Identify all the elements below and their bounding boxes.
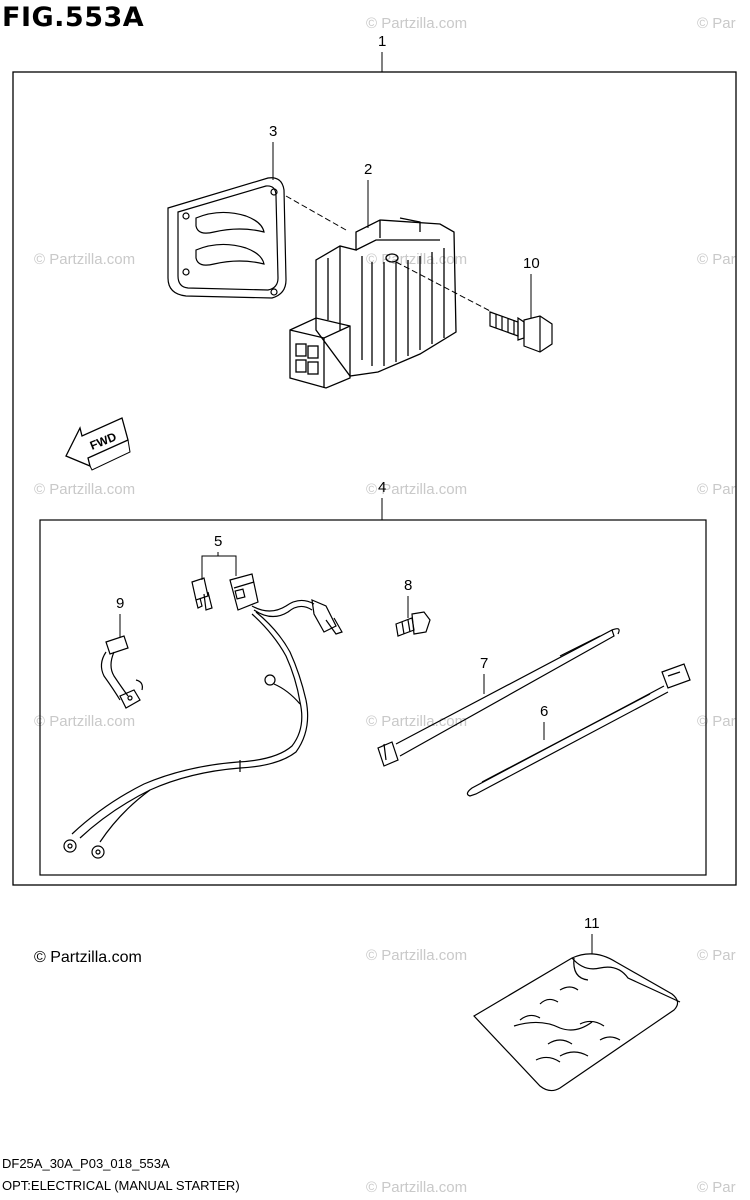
leader-dashed	[395, 261, 493, 313]
watermarks: © Partzilla.com © Par © Partzilla.com © …	[34, 15, 736, 1196]
bolt	[489, 311, 553, 353]
callout-11: 11	[584, 915, 600, 954]
watermark: © Partzilla.com	[34, 481, 135, 498]
callout-3: 3	[269, 123, 277, 180]
callout-9: 9	[116, 595, 124, 638]
svg-text:10: 10	[523, 255, 540, 272]
watermark: © Partzilla.com	[366, 15, 467, 32]
callout-8: 8	[404, 577, 412, 618]
svg-text:6: 6	[540, 703, 548, 720]
leader-dashed	[285, 195, 347, 231]
clip	[100, 635, 143, 709]
parts-bag	[473, 953, 681, 1092]
diagram-caption: OPT:ELECTRICAL (MANUAL STARTER)	[2, 1178, 240, 1193]
callout-2: 2	[364, 161, 372, 228]
cable-tie-long	[377, 628, 620, 767]
figure-title: FIG.553A	[2, 2, 145, 33]
svg-text:1: 1	[378, 33, 386, 50]
watermark-partial: © Par	[697, 1179, 736, 1196]
watermark: © Partzilla.com	[366, 251, 467, 268]
watermark: © Partzilla.com	[34, 251, 135, 268]
watermark-partial: © Par	[697, 15, 736, 32]
watermark-partial: © Par	[697, 713, 736, 730]
svg-text:8: 8	[404, 577, 412, 594]
wire-harness	[63, 573, 343, 859]
fwd-arrow-icon: FWD	[65, 417, 131, 471]
callout-7: 7	[480, 655, 488, 694]
svg-text:7: 7	[480, 655, 488, 672]
watermark: © Partzilla.com	[366, 947, 467, 964]
watermark: © Partzilla.com	[366, 1179, 467, 1196]
fuse	[191, 577, 213, 611]
callout-1: 1	[378, 33, 386, 72]
svg-text:3: 3	[269, 123, 277, 140]
svg-text:5: 5	[214, 533, 222, 550]
assembly-frame-4	[39, 519, 707, 876]
watermark: © Partzilla.com	[34, 713, 135, 730]
watermark-partial: © Par	[697, 251, 736, 268]
screw	[395, 611, 431, 637]
watermark: © Partzilla.com	[366, 713, 467, 730]
callout-4: 4	[378, 479, 386, 520]
svg-text:11: 11	[584, 915, 600, 932]
svg-text:9: 9	[116, 595, 124, 612]
watermark: © Partzilla.com	[366, 481, 467, 498]
callout-5: 5	[201, 533, 237, 580]
rectifier-regulator	[289, 217, 457, 389]
assembly-frame-1	[12, 71, 737, 886]
watermark-dark: © Partzilla.com	[34, 949, 142, 966]
svg-text:2: 2	[364, 161, 372, 178]
cable-tie-short	[466, 663, 691, 797]
watermark-partial: © Par	[697, 947, 736, 964]
callout-6: 6	[540, 703, 548, 740]
svg-text:4: 4	[378, 479, 386, 496]
callout-10: 10	[523, 255, 540, 318]
gasket-plate	[167, 177, 287, 299]
watermark-partial: © Par	[697, 481, 736, 498]
diagram-code: DF25A_30A_P03_018_553A	[2, 1156, 170, 1171]
